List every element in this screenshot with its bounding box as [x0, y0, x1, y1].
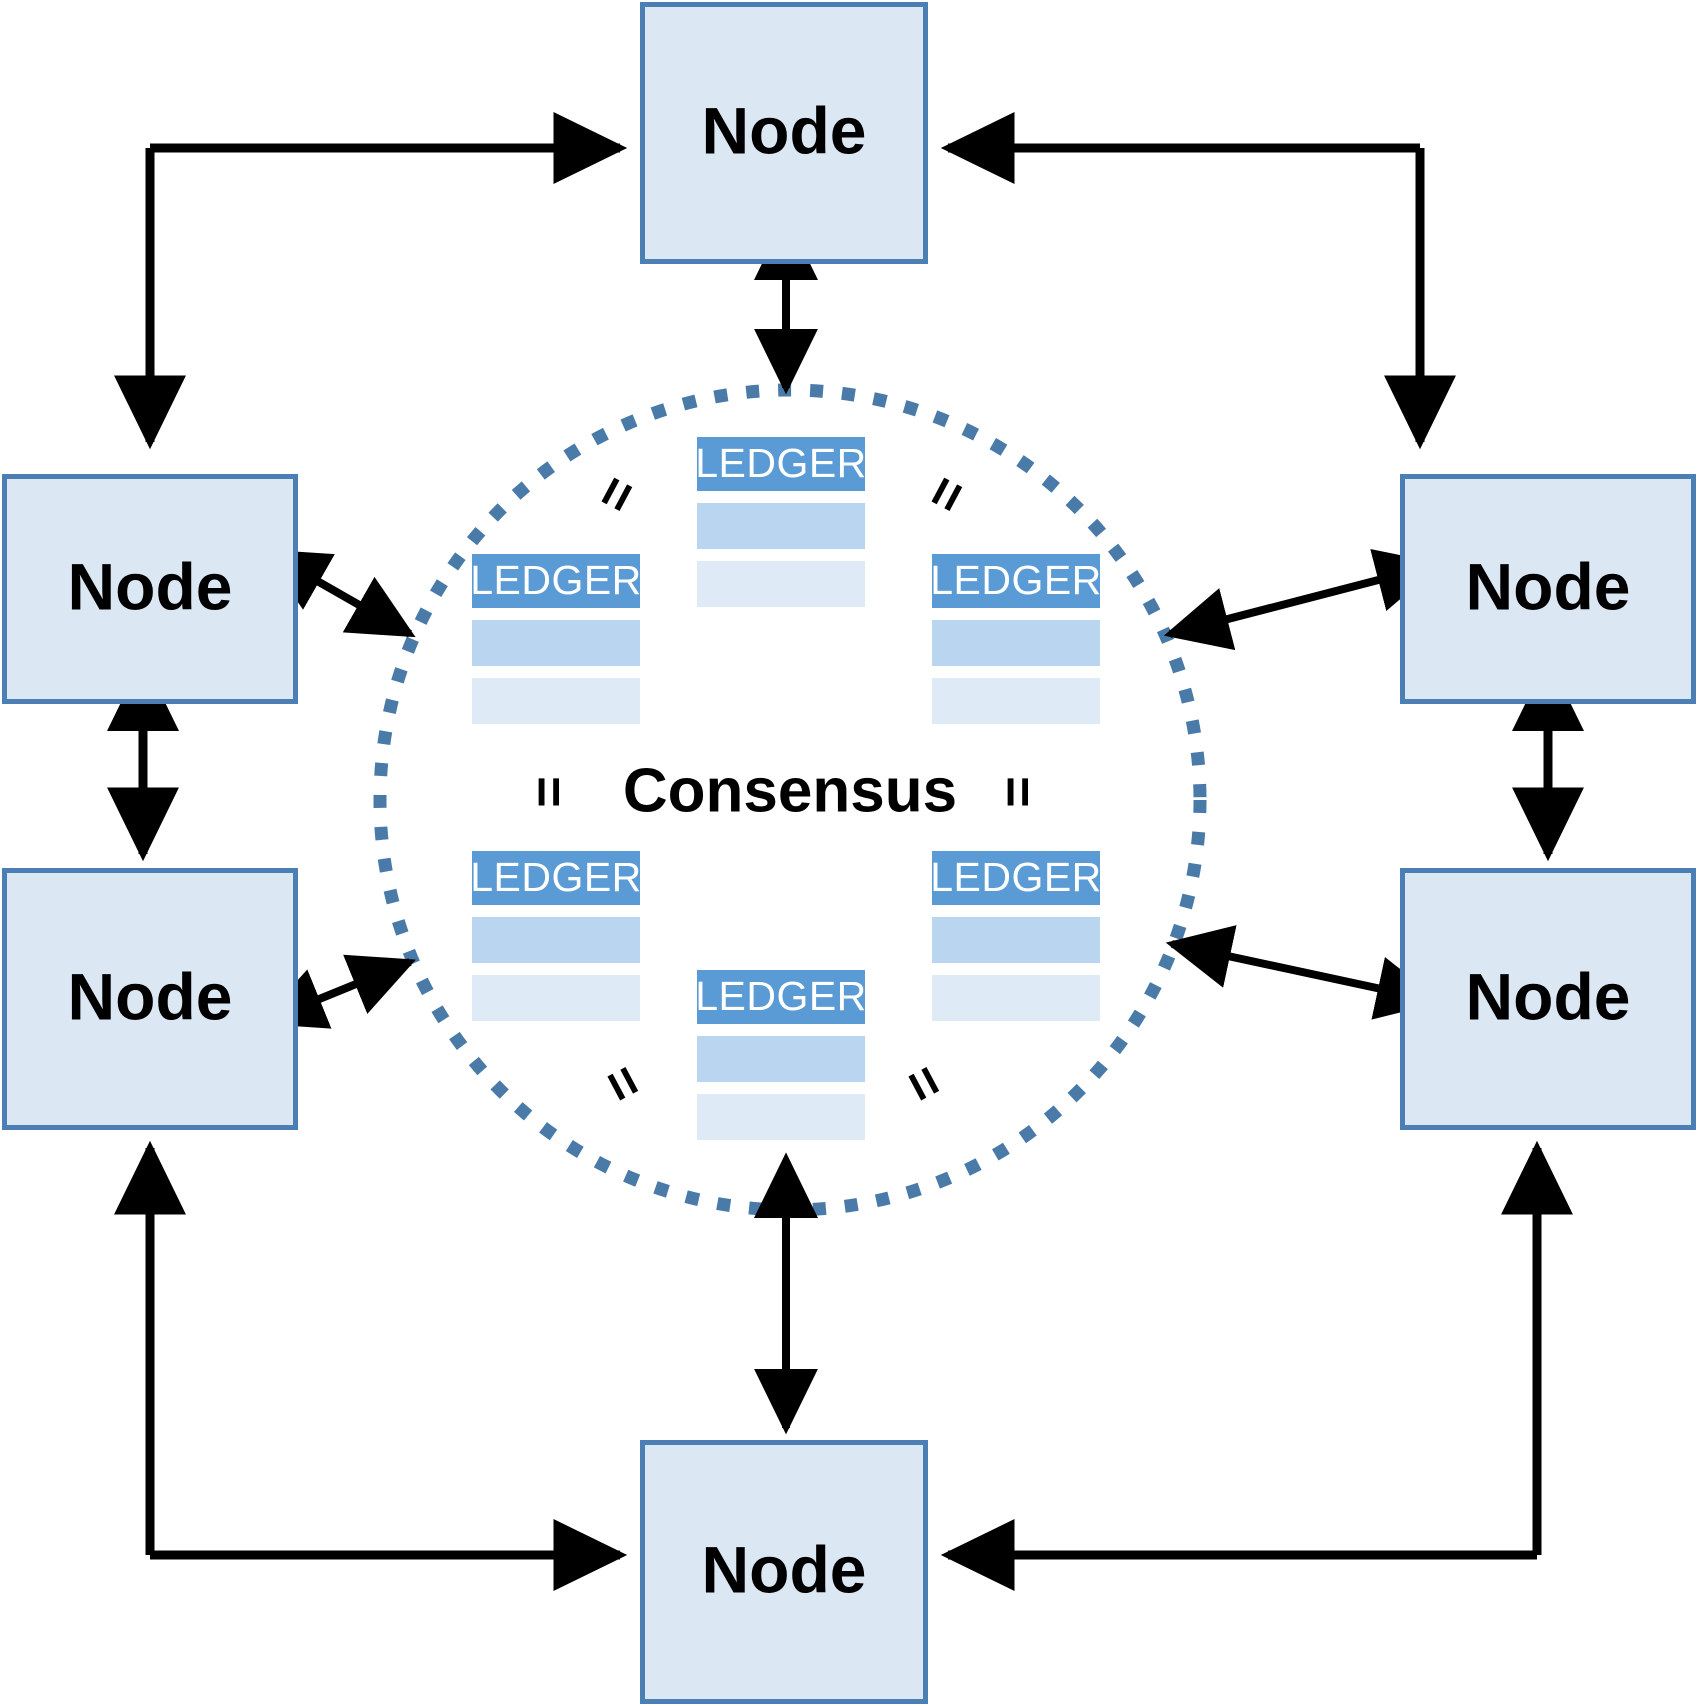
node-label: Node — [68, 959, 233, 1033]
ledger-header-label: LEDGER — [930, 557, 1102, 603]
ledger-row-secondary — [932, 678, 1100, 724]
ledger-header-label: LEDGER — [695, 440, 867, 486]
ledger-row-secondary — [932, 975, 1100, 1021]
node-label: Node — [68, 549, 233, 623]
eq-mid-right-icon: = — [987, 776, 1047, 808]
node-box[interactable] — [1400, 474, 1696, 704]
ledger-header-bar — [697, 970, 865, 1024]
ledger-bottom: LEDGER — [695, 970, 867, 1140]
node-label: Node — [1466, 959, 1631, 1033]
consensus-label-group: Consensus — [623, 756, 957, 825]
spoke-left-upper — [261, 549, 416, 638]
node-box[interactable] — [1400, 868, 1696, 1130]
node-bottom[interactable]: Node — [640, 1440, 928, 1704]
node-label: Node — [1466, 549, 1631, 623]
spoke-right-upper — [1163, 549, 1442, 651]
node-left-upper[interactable]: Node — [2, 474, 298, 704]
eq-mid-left-icon: = — [518, 776, 578, 808]
node-label: Node — [702, 1532, 867, 1606]
ledger-row-primary — [472, 917, 640, 963]
ledger-lower-right: LEDGER — [930, 851, 1102, 1021]
ledger-top: LEDGER — [695, 437, 867, 607]
ledger-header-bar — [697, 437, 865, 491]
ledger-header-bar — [932, 554, 1100, 608]
ledger-row-primary — [697, 1036, 865, 1082]
consensus-label: Consensus — [623, 756, 957, 825]
outer-connectors-group — [114, 112, 1573, 1591]
spoke-right-lower — [1165, 925, 1443, 1020]
ledger-header-label: LEDGER — [695, 973, 867, 1019]
node-box[interactable] — [640, 2, 928, 264]
ledger-row-primary — [932, 917, 1100, 963]
spoke-left-lower — [258, 954, 416, 1029]
ledger-row-secondary — [472, 975, 640, 1021]
eq-top-right-icon: = — [913, 466, 981, 522]
consensus-spokes-group — [258, 214, 1443, 1435]
ledger-upper-left: LEDGER — [470, 554, 642, 724]
node-box[interactable] — [2, 474, 298, 704]
ledger-header-label: LEDGER — [470, 557, 642, 603]
node-right-lower[interactable]: Node — [1400, 868, 1696, 1130]
ledger-row-primary — [932, 620, 1100, 666]
ledger-row-secondary — [697, 561, 865, 607]
node-top[interactable]: Node — [640, 2, 928, 264]
ledger-row-primary — [697, 503, 865, 549]
ledger-header-bar — [472, 554, 640, 608]
eq-bottom-left-icon: = — [589, 1056, 657, 1112]
ledger-row-primary — [472, 620, 640, 666]
ledger-lower-left: LEDGER — [470, 851, 642, 1021]
ledger-upper-right: LEDGER — [930, 554, 1102, 724]
ledger-row-secondary — [472, 678, 640, 724]
ledger-header-label: LEDGER — [470, 854, 642, 900]
node-label: Node — [702, 93, 867, 167]
ledger-header-bar — [932, 851, 1100, 905]
ledgers-group: LEDGER LEDGER LEDGER LEDGER LEDGER LEDGER — [470, 437, 1102, 1140]
node-right-upper[interactable]: Node — [1400, 474, 1696, 704]
node-pair-connectors-group — [107, 657, 1584, 862]
node-box[interactable] — [640, 1440, 928, 1704]
node-box[interactable] — [2, 868, 298, 1130]
node-left-lower[interactable]: Node — [2, 868, 298, 1130]
eq-bottom-right-icon: = — [890, 1056, 958, 1112]
ledger-header-label: LEDGER — [930, 854, 1102, 900]
eq-top-left-icon: = — [583, 466, 651, 522]
ledger-header-bar — [472, 851, 640, 905]
ledger-row-secondary — [697, 1094, 865, 1140]
